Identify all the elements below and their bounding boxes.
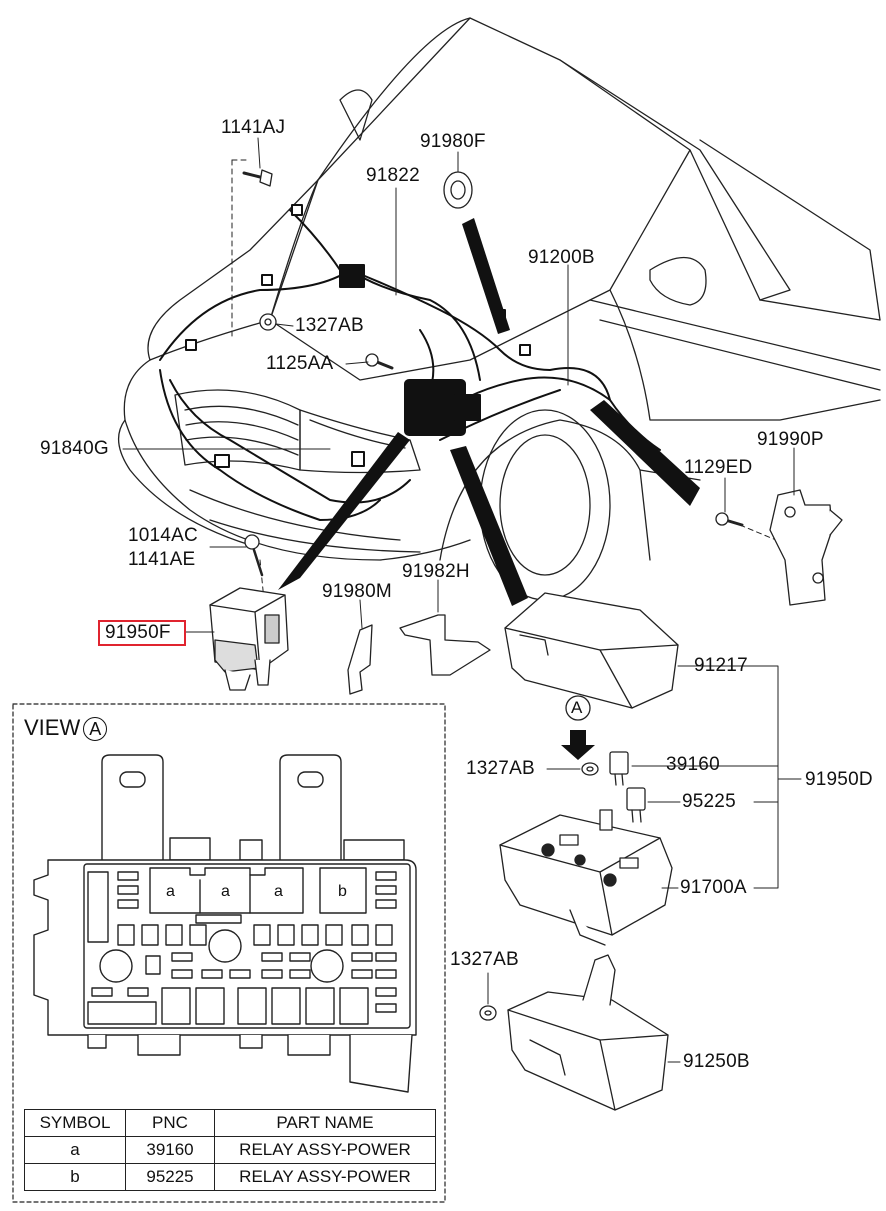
label-1125aa: 1125AA: [266, 353, 334, 374]
part-bracket-91982h: [399, 614, 491, 676]
part-nut-1327ab-mid: [581, 762, 599, 776]
part-bolt-1129ed: [715, 512, 744, 527]
part-bracket-91980m: [347, 624, 373, 695]
part-bolt-1141aj: [242, 169, 273, 187]
label-39160: 39160: [666, 754, 720, 775]
label-91700a: 91700A: [680, 877, 747, 898]
legend-header-row: SYMBOL PNC PART NAME: [24, 1109, 436, 1137]
legend-part-name: RELAY ASSY-POWER: [214, 1136, 436, 1164]
part-relay-box-91950f: [209, 587, 289, 691]
label-1327ab-top: 1327AB: [295, 315, 364, 336]
label-1327ab-mid: 1327AB: [466, 758, 535, 779]
part-lower-box-91250b: [507, 954, 669, 1111]
label-91950f: 91950F: [105, 622, 171, 643]
legend-header-pnc: PNC: [125, 1109, 215, 1137]
car-body: [118, 17, 881, 601]
label-1141ae: 1141AE: [128, 549, 196, 570]
label-91980m: 91980M: [322, 581, 392, 602]
part-bracket-91990p: [769, 489, 843, 606]
part-cover-91217: [504, 592, 679, 709]
label-91980f: 91980F: [420, 131, 486, 152]
label-1129ed: 1129ED: [684, 457, 753, 478]
view-title-text: VIEW: [24, 715, 81, 740]
leader-bands: [278, 218, 700, 606]
view-relay-block: [33, 754, 417, 1093]
legend-row: a 39160 RELAY ASSY-POWER: [24, 1136, 436, 1164]
part-junction-block-91700a: [499, 809, 673, 946]
wiring-harness: [159, 204, 661, 521]
part-bolt-1014ac: [244, 534, 264, 577]
legend-row: b 95225 RELAY ASSY-POWER: [24, 1163, 436, 1191]
part-relay-39160: [609, 751, 629, 786]
relay-label-a-1: a: [166, 883, 175, 900]
label-1014ac: 1014AC: [128, 525, 198, 546]
label-91200b: 91200B: [528, 247, 595, 268]
relay-label-a-3: a: [274, 883, 283, 900]
label-91217: 91217: [694, 655, 748, 676]
highlight-91950f: [98, 620, 186, 646]
legend-pnc: 95225: [125, 1163, 215, 1191]
part-relay-95225: [626, 787, 646, 823]
label-1327ab-low: 1327AB: [450, 949, 519, 970]
relay-label-b: b: [338, 883, 347, 900]
legend-part-name: RELAY ASSY-POWER: [214, 1163, 436, 1191]
legend-pnc: 39160: [125, 1136, 215, 1164]
label-91822: 91822: [366, 165, 420, 186]
legend-symbol: b: [24, 1163, 126, 1191]
label-91250b: 91250B: [683, 1051, 750, 1072]
legend-symbol: a: [24, 1136, 126, 1164]
part-nut-1327ab-top: [259, 313, 277, 331]
part-nut-1327ab-low: [479, 1005, 497, 1021]
view-marker-a: A: [571, 698, 583, 717]
label-1141aj: 1141AJ: [221, 117, 286, 138]
leader-lines: [122, 137, 802, 1063]
label-91990p: 91990P: [757, 429, 824, 450]
relay-label-a-2: a: [221, 883, 230, 900]
view-title-marker: A: [83, 717, 108, 742]
label-91840g: 91840G: [40, 438, 109, 459]
view-arrow: [561, 695, 595, 760]
legend-header-symbol: SYMBOL: [24, 1109, 126, 1137]
view-panel-border: [12, 703, 446, 1203]
part-grommet-91980f: [443, 171, 473, 209]
label-91950d: 91950D: [805, 769, 873, 790]
legend-table: SYMBOL PNC PART NAME a 39160 RELAY ASSY-…: [24, 1109, 436, 1191]
part-bolt-1125aa: [365, 353, 394, 370]
legend-header-part-name: PART NAME: [214, 1109, 436, 1137]
label-91982h: 91982H: [402, 561, 470, 582]
label-95225: 95225: [682, 791, 736, 812]
